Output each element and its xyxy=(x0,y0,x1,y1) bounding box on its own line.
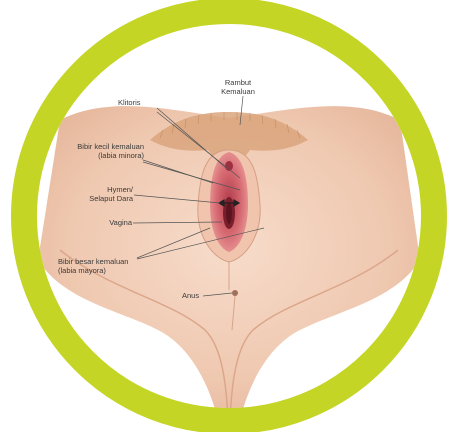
label-labia-mayora: Bibir besar kemaluan (labia mayora) xyxy=(58,257,128,275)
label-rambut-kemaluan: Rambut Kemaluan xyxy=(208,78,268,96)
label-anus: Anus xyxy=(182,291,199,300)
label-vagina: Vagina xyxy=(92,218,132,227)
label-hymen: Hymen/ Selaput Dara xyxy=(80,185,133,203)
label-klitoris: Klitoris xyxy=(118,98,141,107)
anus xyxy=(232,290,238,296)
label-labia-minora: Bibir kecil kemaluan (labia minora) xyxy=(66,142,144,160)
